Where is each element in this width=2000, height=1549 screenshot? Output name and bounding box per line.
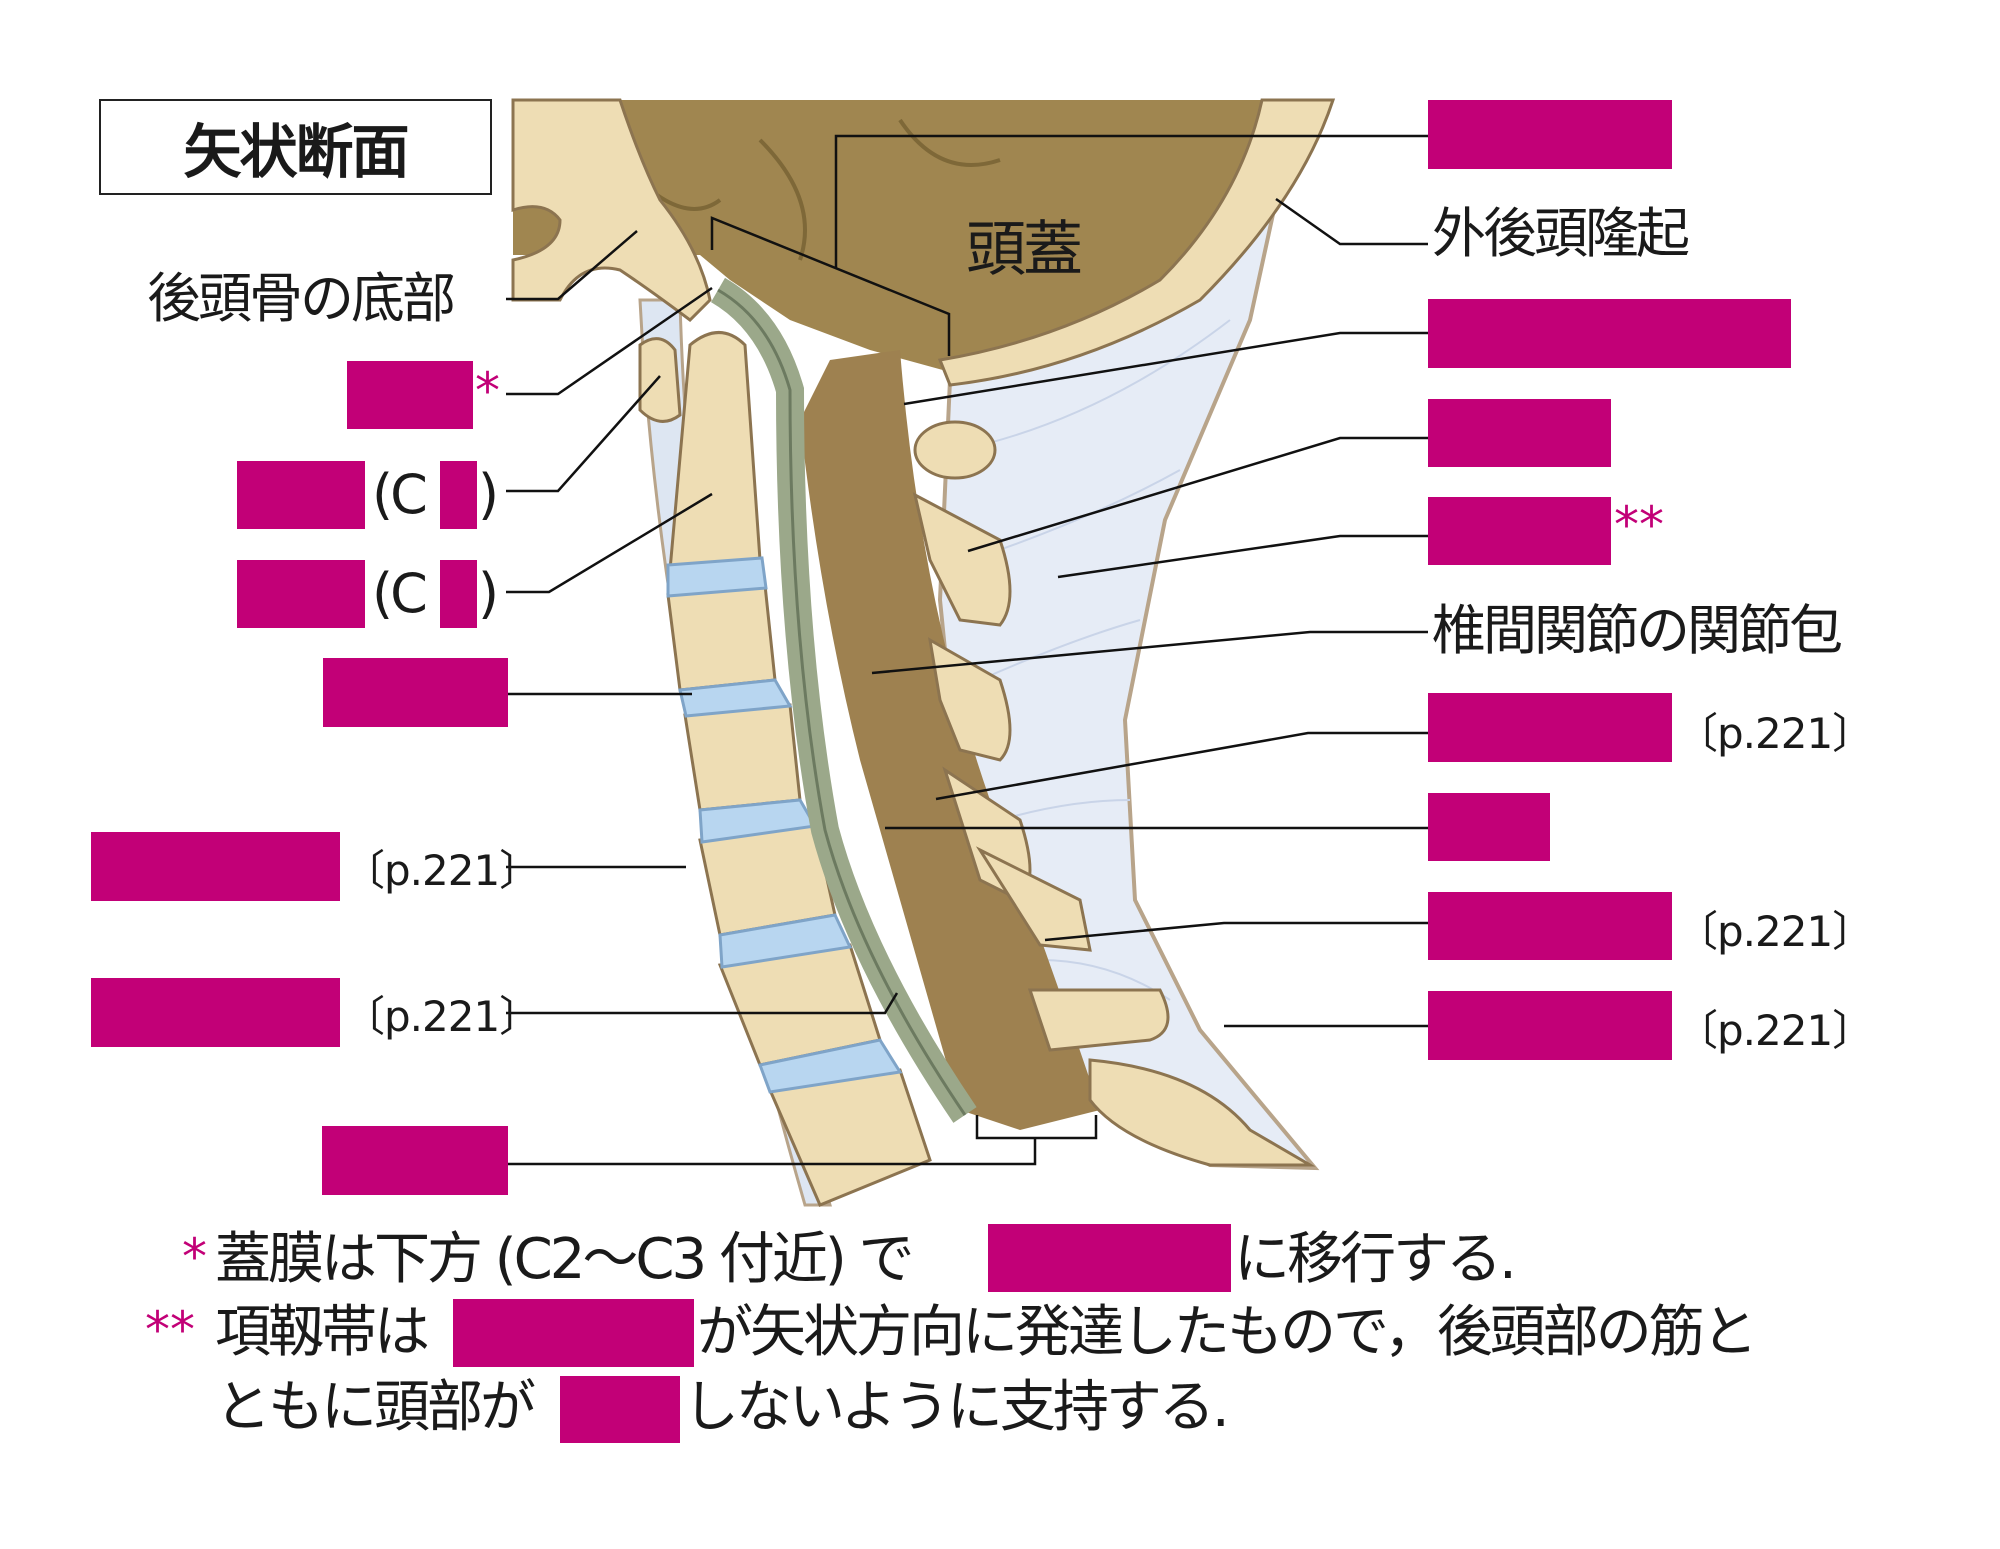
skull-base: [511, 98, 712, 322]
page-ref: 〔p.221〕: [1676, 709, 1874, 758]
disc: [757, 1038, 903, 1094]
asterisk-mark: *: [475, 362, 500, 420]
blank-box-vertebra-number: [440, 560, 477, 628]
blank-box-right-3: [1428, 399, 1611, 467]
atlas-anterior-arch: [638, 337, 682, 423]
note3-blank: [560, 1376, 680, 1443]
vertebra-suffix: ): [478, 562, 499, 625]
note2-text-a: 項靱帯は: [215, 1300, 430, 1365]
disc: [718, 913, 853, 969]
label-external-occipital-protuberance: 外後頭隆起: [1432, 202, 1690, 265]
note1-text-b: に移行する.: [1234, 1227, 1517, 1292]
posterior-elements: [800, 350, 1100, 1130]
page-ref: 〔p.221〕: [1676, 907, 1874, 956]
axis-dens: [668, 331, 762, 572]
blank-box-right-5: [1428, 693, 1672, 762]
note2-text-b: が矢状方向に発達したもので，後頭部の筋と: [697, 1300, 1758, 1365]
blank-box-left-1: [347, 361, 473, 429]
vertebra-suffix: ): [478, 463, 499, 526]
brain: [513, 100, 1290, 372]
blank-box-right-8: [1428, 991, 1672, 1060]
blank-box-vertebra-number: [440, 461, 477, 529]
blank-box-left-6: [91, 978, 340, 1047]
vertebra-prefix: (C: [372, 562, 428, 625]
blank-box-left-4: [323, 658, 508, 727]
page-ref: 〔p.221〕: [1676, 1006, 1874, 1055]
blank-box-left-3: [237, 560, 365, 628]
leader-lines: [506, 134, 1428, 1166]
blank-box-right-6: [1428, 793, 1550, 861]
note1-blank: [988, 1224, 1231, 1292]
blank-box-right-2: [1428, 299, 1791, 368]
note1-text-a: 蓋膜は下方 (C2～C3 付近) で: [215, 1227, 915, 1292]
blank-box-right-1: [1428, 100, 1672, 169]
blank-box-left-5: [91, 832, 340, 901]
disc: [678, 678, 793, 718]
vertebra-prefix: (C: [372, 463, 428, 526]
occipital-bone: [937, 98, 1336, 387]
blank-box-left-7: [322, 1126, 508, 1195]
note2-blank: [453, 1299, 694, 1367]
note3-text-a: ともに頭部が: [215, 1375, 536, 1440]
note2-mark: **: [145, 1301, 195, 1359]
blank-box-left-2: [237, 461, 365, 529]
label-facet-joint-capsule: 椎間関節の関節包: [1432, 599, 1843, 662]
blank-box-right-4: [1428, 497, 1611, 565]
skull-label: 頭蓋: [966, 215, 1083, 285]
page-ref: 〔p.221〕: [343, 992, 541, 1041]
label-occipital-basilar-part: 後頭骨の底部: [147, 267, 456, 330]
note1-mark: *: [182, 1228, 207, 1286]
disc: [666, 556, 768, 598]
blank-box-right-7: [1428, 892, 1672, 960]
double-asterisk-mark: **: [1614, 496, 1664, 554]
page-ref: 〔p.221〕: [343, 846, 541, 895]
section-title: 矢状断面: [99, 99, 492, 195]
note3-text-b: しないように支持する.: [683, 1375, 1230, 1440]
